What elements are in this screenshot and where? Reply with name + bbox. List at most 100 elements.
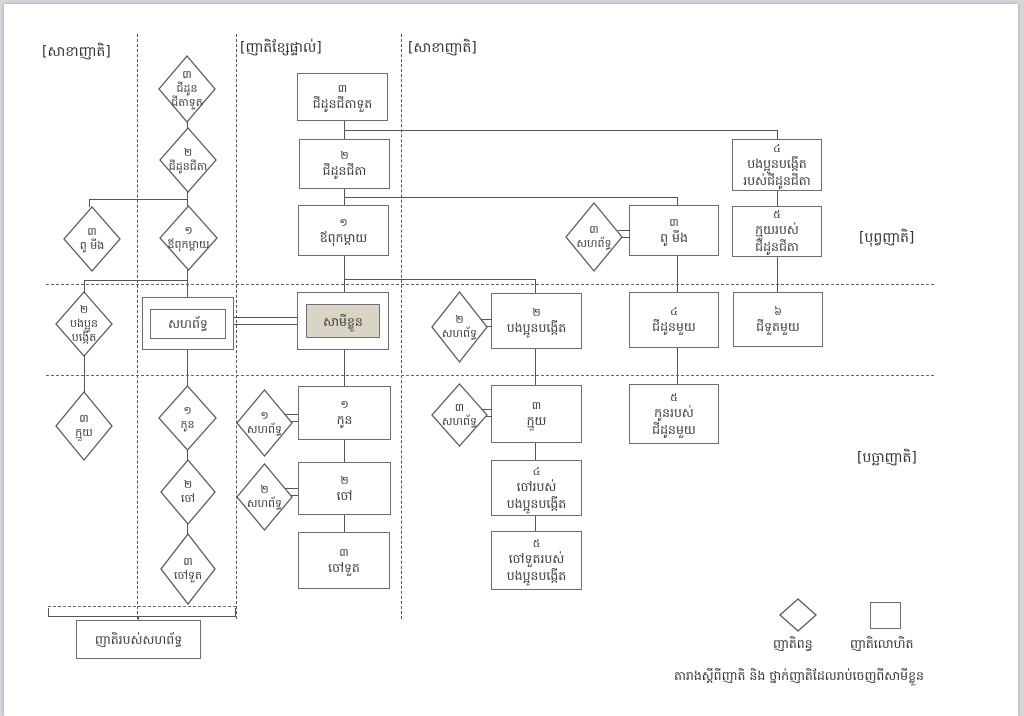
node-label: សហព័ទ្ធ — [442, 327, 477, 340]
section-label-ancestors: [បុព្វញាតិ] — [859, 230, 915, 246]
node-label: កូន — [336, 412, 353, 427]
marriage-link — [284, 414, 298, 416]
node-spouse: សហព័ទ្ធ — [150, 308, 226, 339]
section-label-descendants: [បច្ឆាញាតិ] — [857, 450, 917, 466]
node-label: ពូ មីង — [79, 239, 105, 252]
node-label: ចៅរបស់ — [516, 478, 557, 494]
diamond-spouse-child: ១ កូន — [158, 385, 217, 451]
connector — [89, 199, 188, 201]
diamond-shape — [160, 532, 216, 606]
node-great-grandchild: ៣ ចៅទួត — [298, 532, 390, 589]
bracket-dashed — [48, 606, 236, 607]
diamond-shape — [159, 127, 217, 193]
generation-divider-top — [46, 284, 934, 285]
legend-diamond-icon — [779, 598, 817, 632]
diamond-nephew-spouse: ៣ សហព័ទ្ធ — [431, 383, 488, 447]
diamond-spouse-siblings: ២ បងប្អូនបង្កើត — [55, 291, 113, 357]
generation-number: ៣ — [182, 68, 192, 81]
diamond-shape — [55, 291, 113, 357]
node-label: បងប្អូនបង្កើត — [70, 317, 98, 344]
node-grandchild: ២ ចៅ — [298, 462, 391, 515]
diamond-spouse-parents: ១ ឪពុកម្ដាយ — [159, 205, 218, 271]
node-label: ជីដូនមួយ — [652, 421, 696, 437]
bracket — [235, 608, 237, 617]
connector — [344, 130, 778, 132]
connector — [677, 256, 679, 292]
node-label: ញាតិរបស់សហព័ទ្ធ — [94, 632, 183, 647]
node-label: ជីដូនជីតា — [755, 239, 799, 254]
generation-number: ៣ — [531, 399, 542, 412]
connector — [84, 280, 188, 282]
connector — [344, 514, 346, 532]
diamond-spouse-uncle-aunt: ៣ ពូ មីង — [63, 206, 121, 272]
marriage-link — [618, 237, 630, 239]
generation-number: ២ — [340, 473, 349, 487]
node-nephew-niece: ៣ ក្មួយ — [491, 385, 582, 443]
generation-number: ៤ — [773, 141, 781, 155]
generation-number: ៥ — [773, 208, 781, 221]
legend-affinity-label: ញាតិពន្ធ — [773, 636, 813, 651]
diamond-shape — [236, 388, 293, 458]
node-label: ជីដូនជីតាទួត — [312, 96, 373, 111]
diamond-uncle-spouse: ៣ សហព័ទ្ធ — [565, 201, 623, 273]
node-label: សហព័ទ្ធ — [247, 497, 282, 510]
diagram-page: [សាខាញាតិ] [ញាតិខ្សែផ្ទាល់] [សាខាញាតិ] [… — [4, 4, 1018, 716]
diamond-shape — [63, 206, 121, 272]
node-sibling-grandchild: ៤ ចៅរបស់ បងប្អូនបង្កើត — [491, 460, 582, 516]
connector — [677, 197, 679, 206]
connector — [344, 279, 536, 281]
generation-number: ៥ — [670, 390, 678, 404]
node-label: ជីទួតមួយ — [756, 318, 800, 334]
diamond-spouse-grandchild: ២ ចៅ — [160, 458, 216, 526]
generation-number: ៣ — [183, 555, 193, 568]
diamond-shape — [779, 598, 817, 632]
section-label-left-branch: [សាខាញាតិ] — [42, 44, 111, 60]
node-label: ជីដូនជីតា — [168, 160, 208, 173]
node-label: ពូ មីង — [660, 229, 688, 245]
node-siblings: ២ បងប្អូនបង្កើត — [491, 293, 582, 349]
diamond-shape — [236, 462, 293, 532]
node-label: បងប្អូនបង្កើត — [506, 495, 567, 511]
diamond-shape — [565, 201, 623, 273]
node-self-outer: សាមីខ្លួន — [297, 292, 389, 350]
node-label: ចៅទួត — [328, 559, 360, 575]
generation-number: ១ — [339, 215, 348, 229]
separator-left — [137, 34, 138, 619]
diamond-shape — [55, 390, 113, 462]
connector — [84, 356, 86, 392]
legend-square-icon — [870, 602, 901, 629]
diamond-sibling-spouse: ២ សហព័ទ្ធ — [431, 290, 488, 364]
node-label: កូនរបស់ — [654, 404, 694, 420]
separator-right — [401, 34, 402, 619]
diamond-shape — [431, 383, 488, 447]
generation-number: ១ — [340, 398, 349, 411]
bracket — [48, 616, 236, 618]
connector — [535, 516, 537, 532]
diamond-spouse-great-grandparents: ៣ ជីដូនជីតាទួត — [158, 54, 216, 124]
generation-number: ៤ — [670, 305, 678, 318]
node-label: សហព័ទ្ធ — [576, 237, 612, 250]
node-label: ក្មួយ — [526, 413, 547, 428]
marriage-link — [233, 317, 298, 319]
generation-number: ៤ — [532, 464, 541, 478]
separator-middle — [236, 34, 237, 619]
generation-number: ២ — [532, 306, 541, 319]
connector — [187, 122, 189, 128]
node-cousin-child: ៥ កូនរបស់ ជីដូនមួយ — [629, 384, 719, 444]
diagram-caption: តារាងស្ដីពីញាតិ និង ថ្នាក់ញាតិដែលរាប់ចេញ… — [674, 668, 924, 683]
generation-number: ៣ — [454, 401, 465, 414]
node-uncle-aunt: ៣ ពូ មីង — [629, 205, 719, 256]
node-second-cousin: ៦ ជីទួតមួយ — [733, 292, 823, 347]
diamond-spouse-nephew-niece: ៣ ក្មួយ — [55, 390, 113, 462]
node-label: ជីដូនជីតាទួត — [171, 82, 203, 109]
node-label: បងប្អូនបង្កើត — [506, 320, 567, 335]
generation-number: ១ — [184, 224, 193, 237]
node-label: បងប្អូនបង្កើត — [506, 568, 567, 583]
connector — [187, 450, 189, 460]
connector — [535, 442, 537, 460]
node-label: សហព័ទ្ធ — [442, 415, 477, 428]
bracket — [48, 608, 50, 617]
connector — [677, 348, 679, 384]
node-label: ជីដូនជីតា — [322, 163, 367, 178]
node-grandparent-nephew: ៥ ក្មួយរបស់ ជីដូនជីតា — [732, 206, 822, 257]
